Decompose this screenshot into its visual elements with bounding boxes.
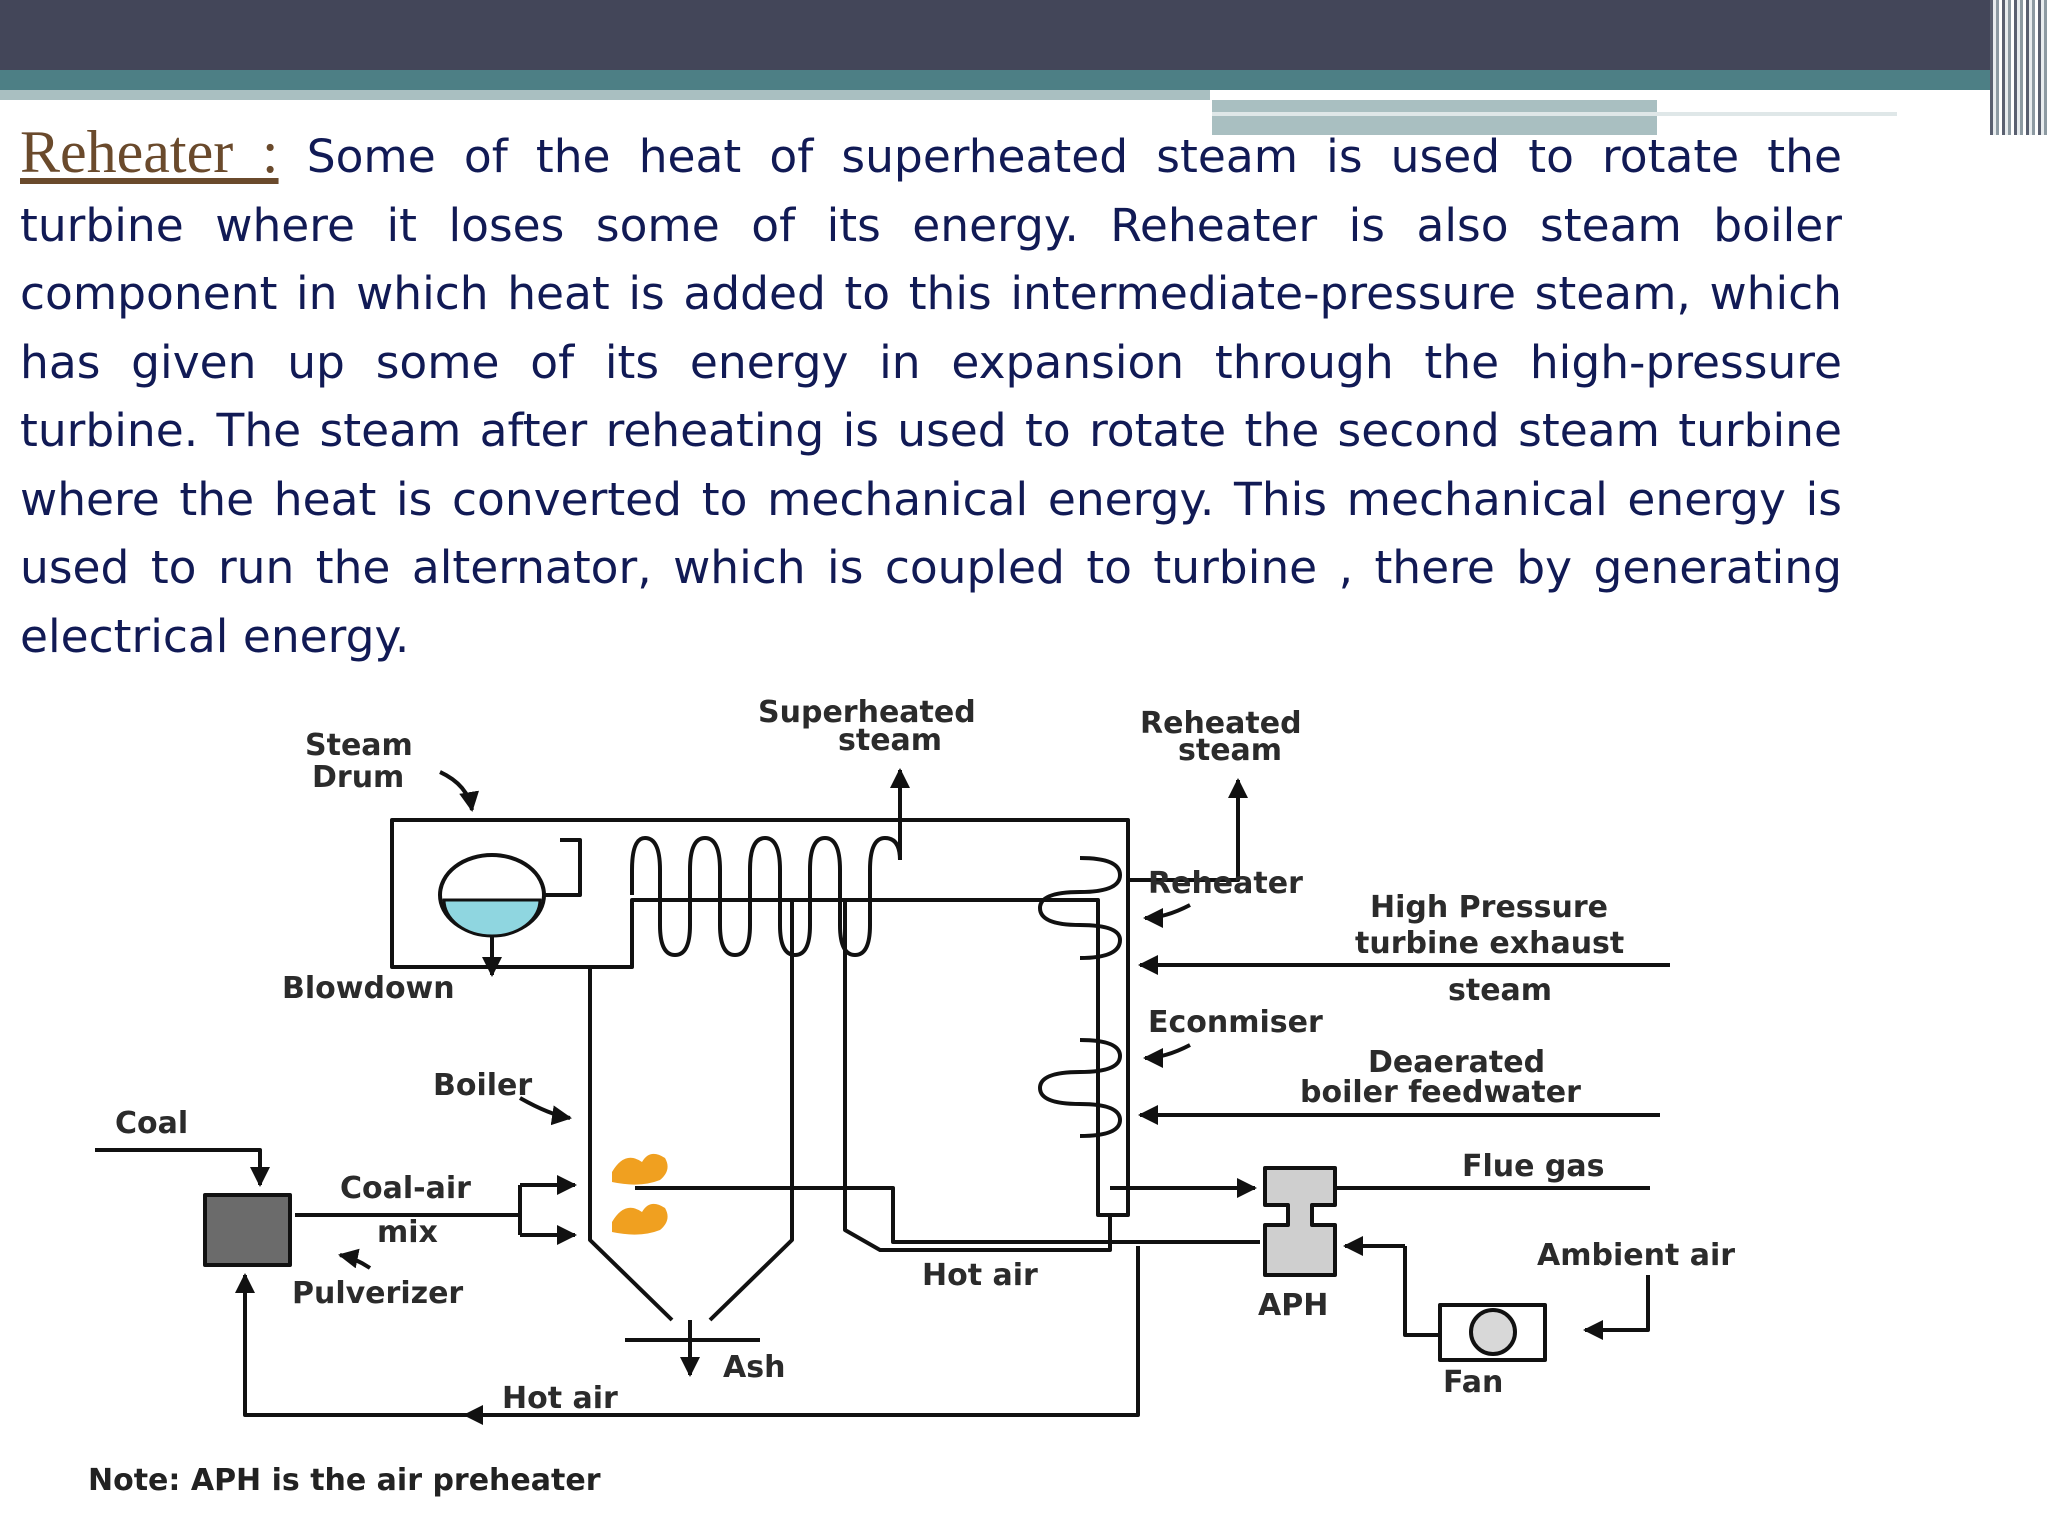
label-coal-air-2: mix: [377, 1215, 438, 1250]
reheated-steam-pipe: [1128, 778, 1248, 882]
superheater-coil-icon: [630, 836, 902, 957]
label-flue-gas: Flue gas: [1462, 1149, 1605, 1184]
burner-flame-icon: [612, 1153, 668, 1235]
label-ambient-air: Ambient air: [1537, 1238, 1735, 1273]
reheater-description: Some of the heat of superheated steam is…: [20, 130, 1842, 663]
economiser-coil-icon: [1038, 1038, 1122, 1138]
ash-outlet: [625, 1320, 760, 1375]
slide-accent-band: [0, 70, 1990, 90]
label-coal-air-1: Coal-air: [340, 1171, 471, 1206]
label-aph: APH: [1258, 1288, 1328, 1323]
slide-accent-band-light: [0, 90, 1210, 100]
economiser-pointer: [1143, 1043, 1191, 1068]
fan-icon: [1469, 1308, 1517, 1356]
coal-feed-pipe: [95, 1148, 270, 1187]
label-steam-drum-2: Drum: [312, 760, 404, 795]
ambient-air-duct: [1583, 1275, 1650, 1340]
reheater-pointer: [1143, 903, 1191, 928]
label-economiser: Econmiser: [1148, 1005, 1323, 1040]
label-reheater: Reheater: [1148, 866, 1303, 901]
label-hot-air-bottom: Hot air: [502, 1381, 618, 1416]
label-deaerated-2: boiler feedwater: [1300, 1075, 1581, 1110]
boiler-pointer: [519, 1096, 572, 1126]
pulverizer-icon: [203, 1193, 292, 1267]
label-fan: Fan: [1443, 1365, 1503, 1400]
label-reheated-2: steam: [1178, 733, 1282, 768]
hot-air-duct: [635, 1186, 1260, 1244]
label-pulverizer: Pulverizer: [292, 1276, 463, 1311]
slide-accent-line: [1212, 112, 1897, 116]
reheater-paragraph: Reheater : Some of the heat of superheat…: [20, 118, 1842, 671]
pulverizer-pointer: [338, 1248, 372, 1270]
label-hot-air-right: Hot air: [922, 1258, 1038, 1293]
label-boiler: Boiler: [433, 1068, 532, 1103]
slide-corner-stripes: [1990, 0, 2048, 135]
reheater-heading: Reheater :: [20, 119, 279, 185]
hot-air-return: [235, 1246, 1140, 1417]
drum-water-icon: [442, 898, 542, 938]
steam-drum-pointer: [439, 770, 480, 812]
furnace-wall: [588, 900, 794, 1322]
slide-top-bar: [0, 0, 2048, 70]
coal-air-pipe: [295, 1183, 560, 1237]
label-superheated-1: Superheated: [758, 695, 976, 730]
label-hp-1: High Pressure: [1370, 890, 1608, 925]
label-deaerated-1: Deaerated: [1368, 1045, 1545, 1080]
label-hp-2: turbine exhaust: [1355, 926, 1624, 961]
reheater-coil-icon: [1038, 856, 1122, 960]
label-steam-drum-1: Steam: [305, 728, 413, 763]
diagram-note: Note: APH is the air preheater: [88, 1463, 601, 1498]
drum-riser: [544, 838, 582, 897]
aph-icon: [1263, 1166, 1337, 1277]
label-superheated-2: steam: [838, 723, 942, 758]
label-hp-3: steam: [1448, 973, 1552, 1008]
label-reheated-1: Reheated: [1140, 706, 1302, 741]
second-pass: [843, 900, 1112, 1252]
label-ash: Ash: [723, 1350, 785, 1385]
slide-accent-band-right: [1212, 100, 1657, 135]
boiler-top-header: [390, 818, 1130, 1217]
label-coal: Coal: [115, 1106, 188, 1141]
label-blowdown: Blowdown: [282, 971, 455, 1006]
fan-air-duct: [1403, 1246, 1440, 1337]
